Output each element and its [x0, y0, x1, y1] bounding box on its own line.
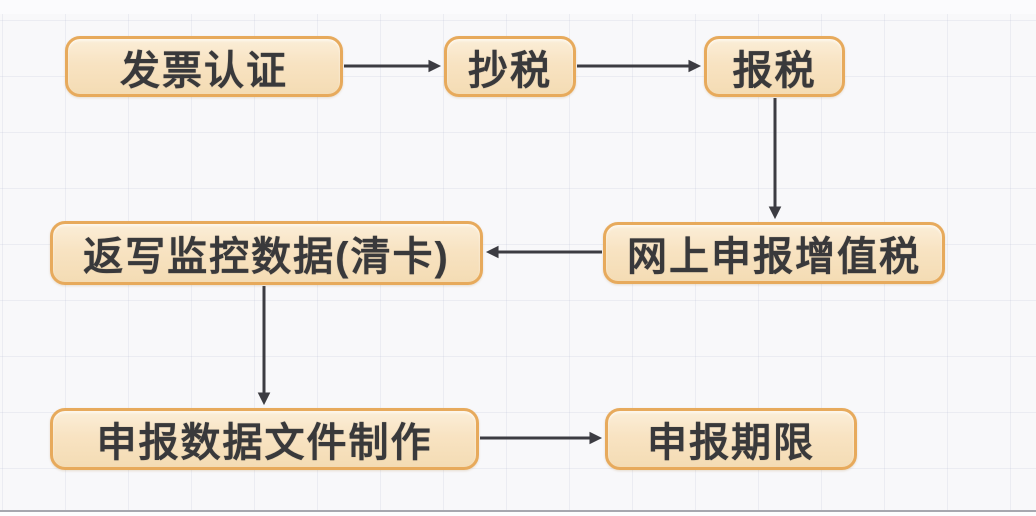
flow-node-declaration-file-creation: 申报数据文件制作	[50, 408, 479, 470]
flow-node-online-vat-declaration: 网上申报增值税	[603, 222, 945, 284]
top-margin-strip	[0, 0, 1036, 14]
bottom-edge-rule	[0, 510, 1036, 512]
flow-node-copy-tax: 抄税	[444, 36, 576, 97]
flow-node-declaration-deadline: 申报期限	[605, 408, 857, 470]
flow-node-invoice-certification: 发票认证	[65, 36, 343, 97]
bottom-margin-strip	[0, 512, 1036, 516]
flow-node-file-tax: 报税	[704, 36, 845, 97]
flow-node-writeback-monitoring-data: 返写监控数据(清卡)	[50, 221, 483, 285]
